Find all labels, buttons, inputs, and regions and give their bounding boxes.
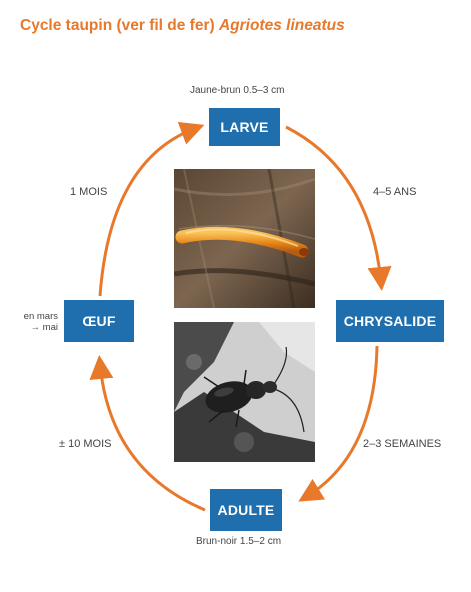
adulte-note: Brun-noir 1.5–2 cm — [196, 536, 282, 547]
duration-larve-chrysalide: 4–5 ANS — [373, 186, 417, 198]
stage-oeuf: ŒUF — [64, 300, 134, 342]
arrow-oeuf-to-larve — [98, 121, 205, 297]
stage-larve-label: LARVE — [220, 119, 269, 135]
larva-photo — [174, 169, 315, 308]
oeuf-note-line1: en mars — [23, 311, 58, 322]
larve-note: Jaune-brun 0.5–3 cm — [190, 85, 285, 96]
arrow-chrysalide-to-adulte — [298, 345, 379, 502]
oeuf-note-line2: → mai — [30, 322, 58, 333]
duration-oeuf-larve: 1 MOIS — [70, 186, 108, 198]
duration-chrysalide-adulte: 2–3 SEMAINES — [363, 438, 442, 450]
stage-oeuf-label: ŒUF — [82, 313, 116, 329]
title-main: Cycle taupin (ver fil de fer) — [20, 17, 219, 34]
arrow-adulte-to-oeuf — [89, 355, 206, 512]
title-species: Agriotes lineatus — [218, 17, 345, 34]
stage-adulte: ADULTE — [210, 489, 282, 531]
arrow-larve-to-chrysalide — [285, 125, 392, 291]
beetle-photo — [174, 322, 315, 462]
stage-larve: LARVE — [209, 108, 280, 146]
oeuf-note: en mars → mai — [6, 311, 58, 333]
stage-chrysalide-label: CHRYSALIDE — [343, 313, 437, 329]
stage-adulte-label: ADULTE — [217, 502, 275, 518]
page-title: Cycle taupin (ver fil de fer) Agriotes l… — [20, 17, 345, 35]
stage-chrysalide: CHRYSALIDE — [336, 300, 444, 342]
duration-adulte-oeuf: ± 10 MOIS — [59, 438, 112, 450]
